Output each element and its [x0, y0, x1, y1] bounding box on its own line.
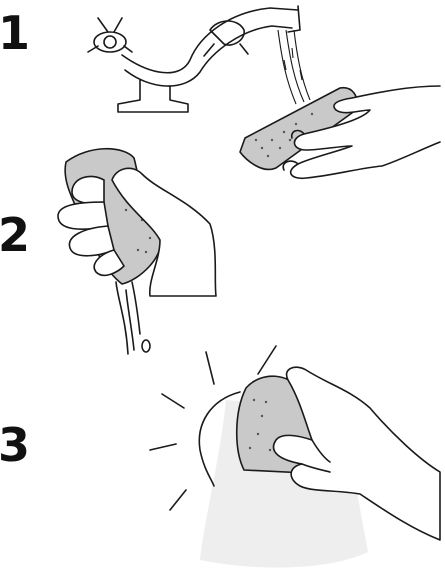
- wipe-surface-icon: [0, 340, 445, 587]
- step-2: 2: [0, 140, 445, 370]
- step-3: 3: [0, 340, 445, 587]
- squeeze-sponge-icon: [0, 140, 445, 370]
